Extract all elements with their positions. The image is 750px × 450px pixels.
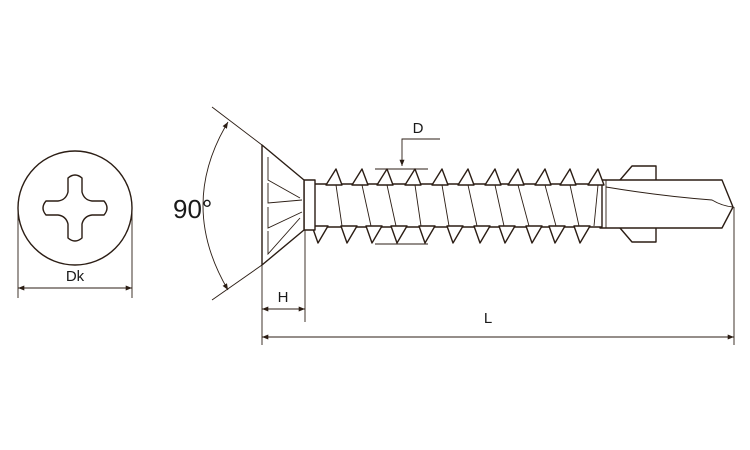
- thread-flank: [593, 184, 599, 227]
- drill-flute: [605, 186, 734, 208]
- thread-crest-top: [559, 168, 577, 186]
- thread-crest-top: [587, 168, 605, 186]
- thread-flank: [467, 184, 478, 227]
- drill-point: [599, 179, 734, 229]
- angle-dimension: [202, 106, 263, 301]
- thread-flank: [414, 184, 422, 227]
- countersunk-head: [261, 144, 305, 266]
- thread-crest-bottom: [473, 225, 491, 244]
- thread-crest-top: [507, 168, 525, 186]
- dk-label: Dk: [66, 268, 85, 285]
- thread-flank: [544, 184, 557, 227]
- h-dimension: [261, 230, 306, 345]
- thread-crest-bottom: [340, 225, 358, 244]
- thread-crest-top: [534, 168, 552, 186]
- thread-crest-bottom: [311, 225, 329, 244]
- thread-crest-top: [376, 168, 394, 186]
- thread-crest-top: [325, 168, 343, 186]
- thread-crest-bottom: [573, 225, 591, 244]
- shank: [311, 183, 603, 228]
- thread-crest-top: [431, 168, 449, 186]
- screw-side-view: [261, 144, 734, 266]
- thread-crest-bottom: [525, 225, 543, 244]
- thread-crest-bottom: [390, 225, 408, 244]
- thread-crest-bottom: [365, 225, 383, 244]
- thread-crest-top: [484, 168, 502, 186]
- thread-crest-bottom: [418, 225, 436, 244]
- thread-crest-bottom: [498, 225, 516, 244]
- angle-extension-line: [211, 264, 263, 301]
- d-leader-arrow: [399, 138, 440, 167]
- head-rib: [267, 207, 303, 229]
- angle-extension-line: [211, 106, 263, 146]
- thread-crest-bottom: [446, 225, 464, 244]
- d-label: D: [413, 120, 424, 137]
- thread-flank: [386, 184, 397, 227]
- thread-crest-top: [351, 168, 369, 186]
- thread-flank: [335, 184, 343, 227]
- collar: [303, 179, 316, 231]
- thread-crest-bottom: [548, 225, 566, 244]
- head-rib: [267, 157, 301, 199]
- head-rib: [267, 217, 301, 256]
- angle-arc: [202, 121, 229, 291]
- l-dimension: [262, 207, 735, 345]
- thread-flank: [361, 184, 372, 227]
- thread-flank: [569, 184, 580, 227]
- thread-flank: [441, 184, 450, 227]
- threads: [311, 168, 605, 244]
- h-label: H: [278, 289, 289, 306]
- phillips-recess-icon: [42, 174, 108, 242]
- angle-label: 90°: [173, 194, 212, 224]
- thread-flank: [517, 184, 530, 227]
- head-top-view: [17, 150, 133, 298]
- l-label: L: [484, 310, 492, 327]
- thread-flank: [494, 184, 505, 227]
- thread-crest-top: [457, 168, 475, 186]
- d-dimension: [375, 138, 440, 245]
- head-rib: [267, 183, 303, 204]
- thread-crest-top: [404, 168, 422, 186]
